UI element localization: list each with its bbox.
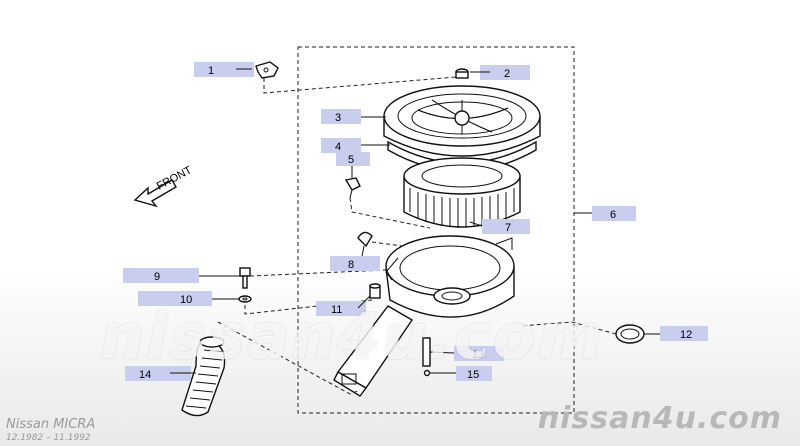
- callout-11-label: 11: [331, 304, 342, 316]
- callout-11: 11: [316, 295, 371, 316]
- callout-5: 5: [336, 152, 370, 178]
- callout-8-label: 8: [348, 259, 354, 271]
- part-7-filter-element: [403, 157, 521, 228]
- part-9-bolt: [239, 267, 251, 289]
- part-12-ring: [615, 324, 645, 344]
- front-direction-arrow: FRONT: [133, 164, 194, 208]
- callout-9-label: 9: [154, 271, 160, 283]
- watermark-center: nissan4u.com: [100, 300, 604, 373]
- part-15-pin: [423, 369, 431, 377]
- callout-6: 6: [574, 206, 636, 221]
- callout-9: 9: [123, 268, 240, 283]
- callout-15: 15: [430, 366, 492, 381]
- callout-12: 12: [644, 326, 708, 341]
- callout-2: 2: [470, 65, 530, 80]
- callout-2-label: 2: [504, 68, 510, 80]
- callout-5-label: 5: [348, 154, 354, 166]
- assembly-outline: [297, 46, 575, 414]
- callout-8: 8: [330, 245, 380, 271]
- callout-13-label: 13: [472, 349, 484, 361]
- callout-3: 3: [321, 109, 386, 124]
- callout-15-label: 15: [467, 369, 479, 381]
- watermark-corner: nissan4u.com: [537, 401, 782, 436]
- callout-6-label: 6: [610, 209, 616, 221]
- callout-12-label: 12: [680, 329, 692, 341]
- callout-3-label: 3: [335, 112, 341, 124]
- part-14-hose: [181, 336, 226, 417]
- callout-1: 1: [194, 62, 254, 77]
- part-8-clip: [357, 231, 373, 248]
- callout-7: 7: [469, 219, 530, 234]
- callout-1-label: 1: [208, 65, 214, 77]
- part-1-clip: [255, 61, 279, 79]
- model-name: Nissan MICRA: [6, 417, 96, 432]
- production-dates: 12.1982 – 11.1992: [6, 433, 91, 443]
- callout-13: 13: [429, 346, 504, 361]
- part-5-clip: [344, 177, 361, 199]
- callout-14: 14: [125, 366, 196, 381]
- callout-10-label: 10: [180, 294, 192, 306]
- callout-10: 10: [138, 291, 239, 306]
- part-2-nut: [455, 68, 469, 79]
- callout-4: 4: [321, 138, 390, 153]
- part-3-cover: [383, 85, 541, 157]
- part-11-grommet: [369, 283, 381, 299]
- housing-body: [385, 235, 515, 318]
- callout-4-label: 4: [335, 141, 341, 153]
- callout-7-label: 7: [505, 222, 511, 234]
- callout-14-label: 14: [139, 369, 151, 381]
- intake-snorkel: [333, 305, 413, 397]
